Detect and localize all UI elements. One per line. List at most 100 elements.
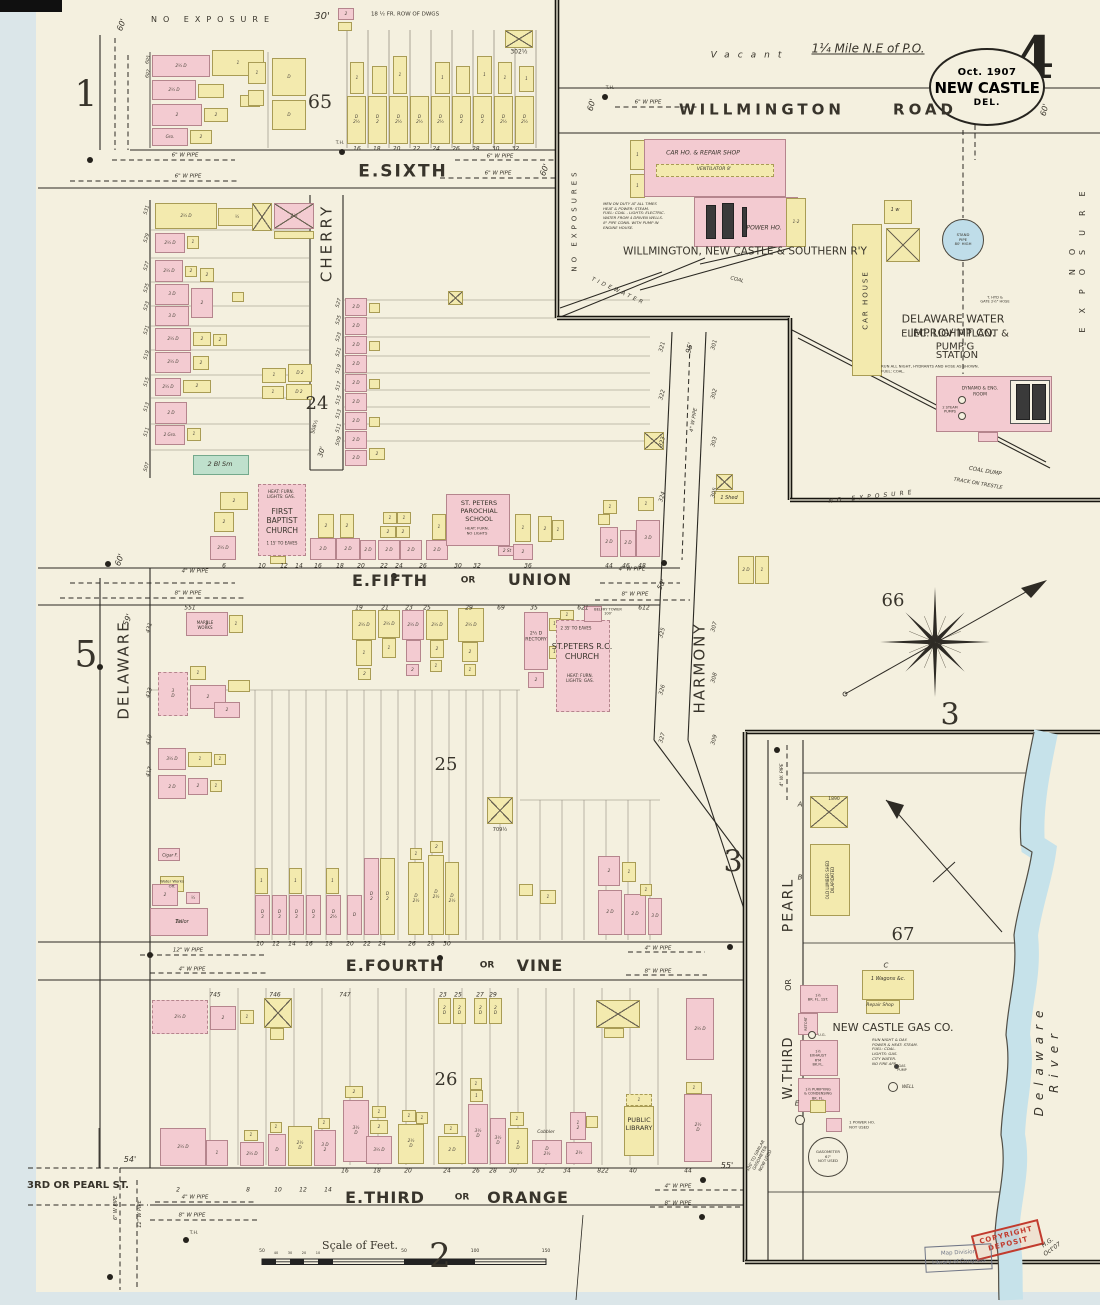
map-label: 35 bbox=[530, 604, 538, 612]
building-label: 1 bbox=[234, 620, 238, 626]
building-label: D 2½ bbox=[395, 114, 402, 124]
building: 2 D bbox=[508, 1128, 528, 1164]
public-library-label: PUBLIC LIBRARY bbox=[625, 1115, 653, 1132]
map-label: 1½ EXHAUST R'M BK.FL. bbox=[809, 1049, 827, 1067]
building-label: 2 bbox=[435, 843, 438, 849]
map-label: 22 bbox=[412, 145, 421, 153]
building bbox=[338, 22, 352, 31]
building-label: 1 bbox=[449, 1125, 453, 1131]
map-label: 2 bbox=[176, 1186, 180, 1194]
map-label: 30 bbox=[509, 1167, 517, 1175]
building: 2 bbox=[369, 448, 385, 460]
building-label: 3 D bbox=[168, 291, 176, 297]
street-3rd-or-pearl: 3RD OR PEARL ST. bbox=[27, 1179, 129, 1191]
building: 2½ D bbox=[684, 1094, 712, 1162]
street-e-fifth: E.FIFTH bbox=[351, 571, 429, 590]
wagon-shop bbox=[862, 970, 914, 1000]
first-baptist-church-label: FIRST BAPTIST CHURCH bbox=[265, 506, 299, 535]
building: 1 bbox=[248, 62, 266, 84]
building-label: 1 bbox=[565, 611, 569, 617]
street-w-third: W.THIRD bbox=[780, 1036, 796, 1100]
map-label: OLD LUMBER SHED DILAPIDATED bbox=[825, 860, 835, 900]
street-harmony: HARMONY bbox=[690, 622, 709, 714]
building: 3 D bbox=[648, 898, 662, 935]
building-label: 2 bbox=[401, 528, 405, 534]
building: 2½ D bbox=[686, 998, 714, 1060]
building: 1 bbox=[326, 868, 339, 894]
map-label: 18 bbox=[372, 145, 381, 153]
building-label: 2 D bbox=[352, 436, 360, 442]
building-label: 2½ bbox=[290, 212, 298, 218]
building-label: 2 bbox=[225, 706, 229, 712]
building-label: 2 bbox=[377, 1123, 381, 1129]
building: D 2½ bbox=[408, 862, 424, 935]
building: 1 bbox=[444, 1124, 458, 1134]
map-label: 32 bbox=[537, 1167, 545, 1175]
building-label: 1 bbox=[236, 59, 240, 65]
map-label: RUN ALL NIGHT, HYDRANTS AND HOSE AS SHOW… bbox=[881, 363, 979, 373]
building-label: D 2 bbox=[296, 369, 304, 375]
loc-stamp-line1: Map Division bbox=[940, 1249, 977, 1257]
building-label: 2 D bbox=[352, 303, 360, 309]
building: 2 bbox=[370, 1120, 388, 1134]
building-label: D 2 bbox=[369, 890, 374, 901]
building: D 2½ bbox=[326, 895, 341, 935]
building: 3½ D bbox=[490, 1118, 506, 1164]
map-label: 69 bbox=[497, 604, 505, 612]
map-label: C bbox=[883, 961, 889, 970]
building: 1 bbox=[510, 1112, 524, 1126]
building: 2 bbox=[183, 380, 211, 393]
map-label: 18 ½ FR. ROW OF DWGS bbox=[370, 11, 440, 18]
blacksmith-shop bbox=[193, 455, 249, 475]
building: 1 bbox=[206, 1140, 228, 1166]
map-label: T. HYD & GATE 2½" HOSE bbox=[980, 295, 1010, 304]
building: 1 bbox=[187, 236, 199, 249]
building-label: 2 D bbox=[168, 783, 176, 789]
map-label: 4" W PIPE bbox=[181, 568, 209, 575]
building-label: D bbox=[287, 73, 291, 79]
building: 2 bbox=[193, 332, 211, 346]
building: 2 D bbox=[438, 1136, 466, 1164]
building: 2 D bbox=[600, 527, 618, 557]
map-label: VENTILATOR 8' bbox=[696, 167, 732, 173]
map-label: 8" W PIPE bbox=[178, 1212, 206, 1219]
building-label: 2½ D bbox=[180, 212, 192, 218]
building-label: 2 bbox=[607, 867, 611, 873]
map-label: 26 bbox=[472, 1167, 480, 1175]
building bbox=[270, 1028, 284, 1040]
map-label: 30 bbox=[287, 1250, 293, 1255]
building-label: 1 bbox=[760, 566, 764, 572]
marble-works: 2 bbox=[186, 612, 228, 636]
building: 2 D bbox=[310, 538, 336, 560]
map-label: HEAT: FURN. LIGHTS: GAS. bbox=[565, 672, 595, 683]
building: 1 bbox=[603, 500, 617, 514]
building-label: 2 bbox=[195, 383, 199, 389]
building bbox=[372, 66, 387, 94]
building-label: 2½ D bbox=[175, 62, 187, 68]
map-label: ELEC. LIGHT PLANT & PUMP'G bbox=[901, 328, 1009, 353]
street-e-sixth: E.SIXTH bbox=[358, 161, 448, 182]
map-label: 6 bbox=[222, 562, 226, 570]
building-label: D 3 bbox=[260, 909, 265, 919]
map-label: 822 bbox=[597, 1167, 609, 1175]
building bbox=[584, 606, 602, 622]
building: 2 D bbox=[438, 998, 451, 1024]
building-label: 2 D bbox=[319, 545, 327, 551]
building-label: D bbox=[287, 111, 291, 117]
map-label: 24 bbox=[432, 145, 441, 153]
railway-label: WILLMINGTON, NEW CASTLE & SOUTHERN R'Y bbox=[623, 245, 867, 258]
building: 3 D bbox=[636, 520, 660, 557]
building: 2½ D bbox=[352, 610, 376, 640]
building: ½ bbox=[218, 208, 256, 226]
building: D bbox=[347, 895, 362, 935]
building-label: 2½ D bbox=[168, 86, 180, 92]
building: 2½ bbox=[274, 203, 314, 229]
building: 2½ D bbox=[155, 328, 191, 351]
building-label: D 2 bbox=[375, 114, 380, 124]
building-label: 1-2 bbox=[792, 219, 800, 225]
building-label: 1 bbox=[218, 756, 222, 762]
building-label: 2 D bbox=[442, 1005, 447, 1015]
map-label: 23 bbox=[439, 991, 447, 999]
tank-circle bbox=[795, 1115, 805, 1125]
